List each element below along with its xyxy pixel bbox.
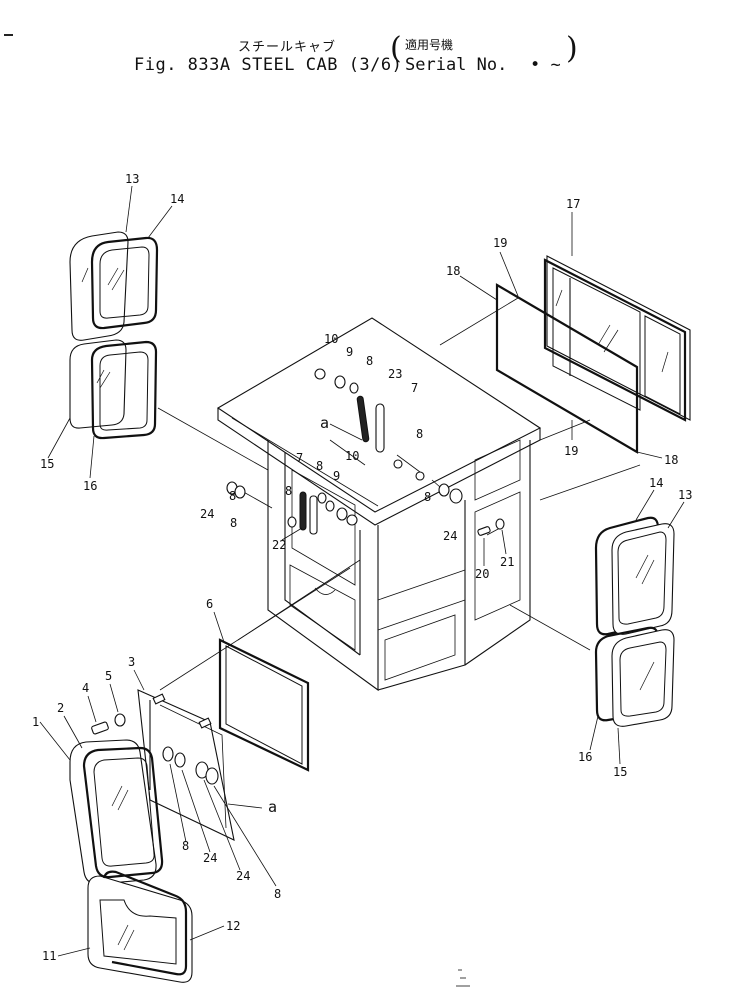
callout-8-left: 8 xyxy=(285,484,292,498)
callout-20: 20 xyxy=(475,567,489,581)
callout-8-door: 8 xyxy=(182,839,189,853)
callout-7-upper: 7 xyxy=(411,381,418,395)
callout-15-right: 15 xyxy=(613,765,627,779)
serial-japanese: 適用号機 xyxy=(405,38,454,52)
figure-title: Fig. 833A STEEL CAB (3/6) xyxy=(134,55,403,75)
callout-21: 21 xyxy=(500,555,514,569)
open-paren: ( xyxy=(390,31,402,66)
callout-23: 23 xyxy=(388,367,402,381)
lower-door-glass xyxy=(87,870,193,983)
callout-9-mid: 9 xyxy=(333,469,340,483)
callout-8-top: 8 xyxy=(366,354,373,368)
serial-range: • ~ xyxy=(530,55,561,75)
callout-8-rear: 8 xyxy=(424,490,431,504)
callout-14-right: 14 xyxy=(649,476,663,490)
callout-15-left: 15 xyxy=(40,457,54,471)
callout-labels: 1 2 3 4 5 6 7 7 8 8 8 8 8 8 8 8 8 9 9 10… xyxy=(32,172,692,963)
callout-8-side: 8 xyxy=(229,489,236,503)
callout-24-rear: 24 xyxy=(443,529,457,543)
callout-19-bottom: 19 xyxy=(564,444,578,458)
callout-8-mid: 8 xyxy=(316,459,323,473)
front-window-glass xyxy=(218,638,310,772)
callout-11: 11 xyxy=(42,949,56,963)
callout-1: 1 xyxy=(32,715,39,729)
hardware-parts xyxy=(91,368,505,785)
callout-24-door: 24 xyxy=(203,851,217,865)
callout-12: 12 xyxy=(226,919,240,933)
reference-a-upper: a xyxy=(320,414,329,432)
reference-a-lower: a xyxy=(268,798,277,816)
callout-8-door-lower: 8 xyxy=(274,887,281,901)
callout-9-top: 9 xyxy=(346,345,353,359)
margin-tick xyxy=(4,34,13,36)
callout-24-side: 24 xyxy=(200,507,214,521)
callout-8-right: 8 xyxy=(416,427,423,441)
door-panel xyxy=(137,689,235,841)
title-japanese: スチールキャブ xyxy=(238,40,337,55)
callout-13-left: 13 xyxy=(125,172,139,186)
callout-2: 2 xyxy=(57,701,64,715)
left-window-upper xyxy=(69,231,159,341)
callout-7-lower: 7 xyxy=(296,451,303,465)
right-window-upper xyxy=(594,516,675,636)
callout-13-right: 13 xyxy=(678,488,692,502)
callout-17: 17 xyxy=(566,197,580,211)
callout-24-door-lower: 24 xyxy=(236,869,250,883)
callout-10-top: 10 xyxy=(324,332,338,346)
callout-8-extra: 8 xyxy=(230,516,237,530)
callout-16-right: 16 xyxy=(578,750,592,764)
right-window-lower xyxy=(594,626,675,727)
serial-label: Serial No. xyxy=(405,55,508,75)
callout-18-bottom: 18 xyxy=(664,453,678,467)
callout-10-mid: 10 xyxy=(345,449,359,463)
callout-22: 22 xyxy=(272,538,286,552)
margin-scribble xyxy=(456,969,470,987)
callout-16-left: 16 xyxy=(83,479,97,493)
close-paren: ) xyxy=(566,31,578,66)
callout-19-top: 19 xyxy=(493,236,507,250)
callout-6: 6 xyxy=(206,597,213,611)
callout-leaders xyxy=(39,185,685,957)
callout-14-left: 14 xyxy=(170,192,184,206)
callout-18-top: 18 xyxy=(446,264,460,278)
cab-body xyxy=(216,317,542,692)
door-window-glass xyxy=(69,739,164,885)
callout-5: 5 xyxy=(105,669,112,683)
callout-4: 4 xyxy=(82,681,89,695)
left-window-lower xyxy=(69,339,158,440)
callout-3: 3 xyxy=(128,655,135,669)
